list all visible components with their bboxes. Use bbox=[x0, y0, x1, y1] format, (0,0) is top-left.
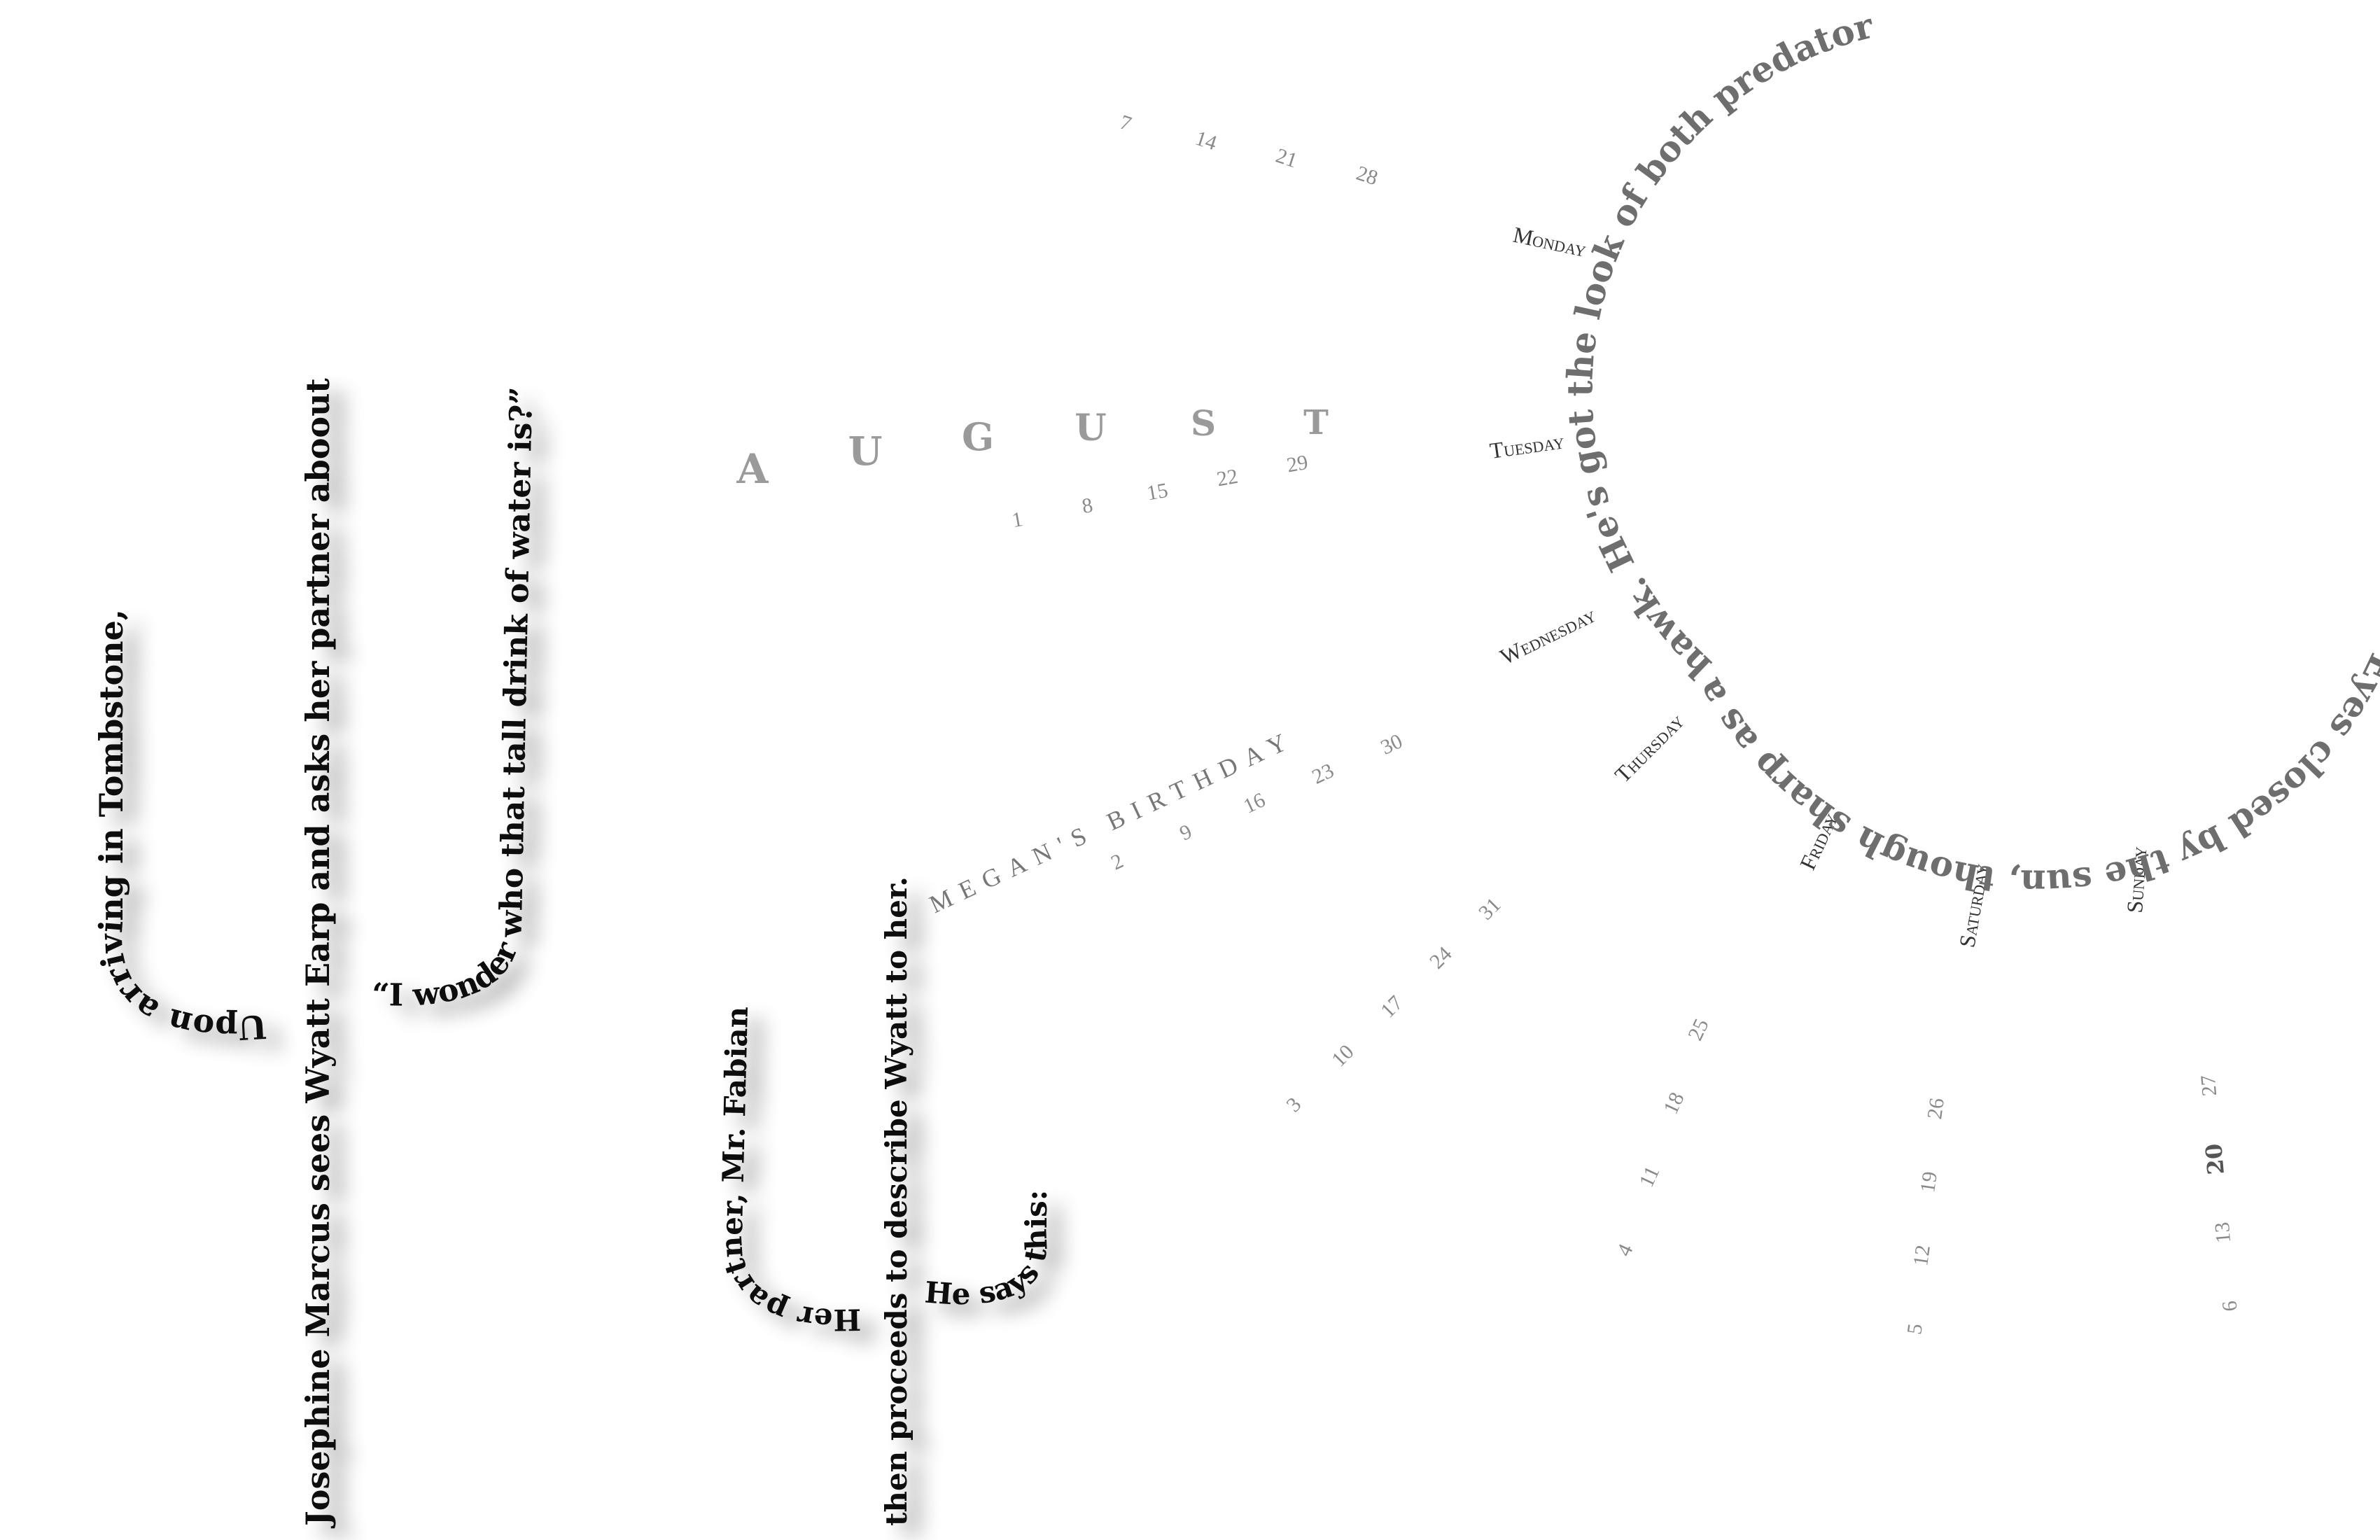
cactus-left-right-arm-text: “I wonder who that tall drink of water i… bbox=[371, 386, 540, 1014]
date-number: 13 bbox=[2211, 1221, 2235, 1244]
month-letter: U bbox=[848, 428, 883, 475]
date-number: 11 bbox=[1634, 1163, 1664, 1191]
date-number: 22 bbox=[1215, 465, 1240, 491]
cactus-left-trunk-text: Josephine Marcus sees Wyatt Earp and ask… bbox=[0, 0, 337, 1529]
date-number: 1 bbox=[1010, 507, 1025, 532]
date-number: 8 bbox=[1080, 493, 1095, 518]
date-number: 16 bbox=[1240, 788, 1268, 818]
month-letter: G bbox=[962, 414, 994, 459]
date-number: 25 bbox=[1684, 1015, 1714, 1044]
date-number: 10 bbox=[1327, 1040, 1359, 1072]
date-number: 9 bbox=[1176, 820, 1196, 845]
date-number: 21 bbox=[1273, 144, 1301, 173]
date-number: 7 bbox=[1117, 111, 1134, 136]
date-number: 19 bbox=[1916, 1170, 1942, 1194]
date-number: 15 bbox=[1145, 479, 1170, 505]
day-label-monday: Monday bbox=[1511, 222, 1589, 262]
date-number: 29 bbox=[1285, 451, 1310, 477]
month-letter: T bbox=[1303, 403, 1329, 442]
month-title: A U G U S T bbox=[736, 402, 1329, 493]
date-number: 26 bbox=[1923, 1097, 1949, 1121]
day-label-tuesday: Tuesday bbox=[1488, 428, 1566, 463]
date-number: 31 bbox=[1474, 893, 1506, 925]
cactus-right-right-arm-text: He says this: bbox=[923, 1190, 1054, 1312]
date-number-highlight: 20 bbox=[2200, 1142, 2230, 1176]
date-rays: 7142128181522292916233031017243141118255… bbox=[1010, 111, 2242, 1336]
date-number: 30 bbox=[1377, 729, 1406, 760]
date-number: 28 bbox=[1354, 162, 1381, 190]
date-number: 12 bbox=[1909, 1244, 1935, 1268]
event-label: MEGAN'S BIRTHDAY bbox=[925, 724, 1299, 918]
cactus-left: Upon arriving in Tombstone, Josephine Ma… bbox=[0, 0, 540, 1529]
date-number: 14 bbox=[1193, 127, 1220, 155]
day-label-sunday: Sunday bbox=[2122, 846, 2152, 914]
date-number: 24 bbox=[1425, 942, 1457, 974]
date-number: 27 bbox=[2197, 1074, 2221, 1097]
day-label-wednesday: Wednesday bbox=[1496, 602, 1600, 670]
sun-quote: Eyes closed by the sun, though sharp as … bbox=[0, 0, 2380, 904]
date-number: 4 bbox=[1612, 1240, 1637, 1260]
month-letter: U bbox=[1074, 407, 1106, 449]
month-letter: S bbox=[1191, 402, 1216, 444]
day-label-thursday: Thursday bbox=[1609, 708, 1688, 788]
date-number: 23 bbox=[1308, 759, 1337, 789]
date-number: 18 bbox=[1659, 1088, 1689, 1117]
date-number: 6 bbox=[2218, 1300, 2241, 1312]
date-number: 17 bbox=[1376, 991, 1408, 1023]
cactus-left-arm-text: Upon arriving in Tombstone, bbox=[92, 609, 268, 1046]
month-letter: A bbox=[736, 445, 769, 493]
cactus-right: Her partner, Mr. Fabian then proceeds to… bbox=[714, 876, 1054, 1526]
date-number: 3 bbox=[1282, 1093, 1306, 1116]
cactus-right-arm-text: Her partner, Mr. Fabian bbox=[714, 1006, 862, 1337]
cactus-right-trunk-text: then proceeds to describe Wyatt to her. bbox=[879, 876, 913, 1526]
date-number: 5 bbox=[1903, 1322, 1927, 1336]
date-number: 2 bbox=[1107, 849, 1127, 874]
